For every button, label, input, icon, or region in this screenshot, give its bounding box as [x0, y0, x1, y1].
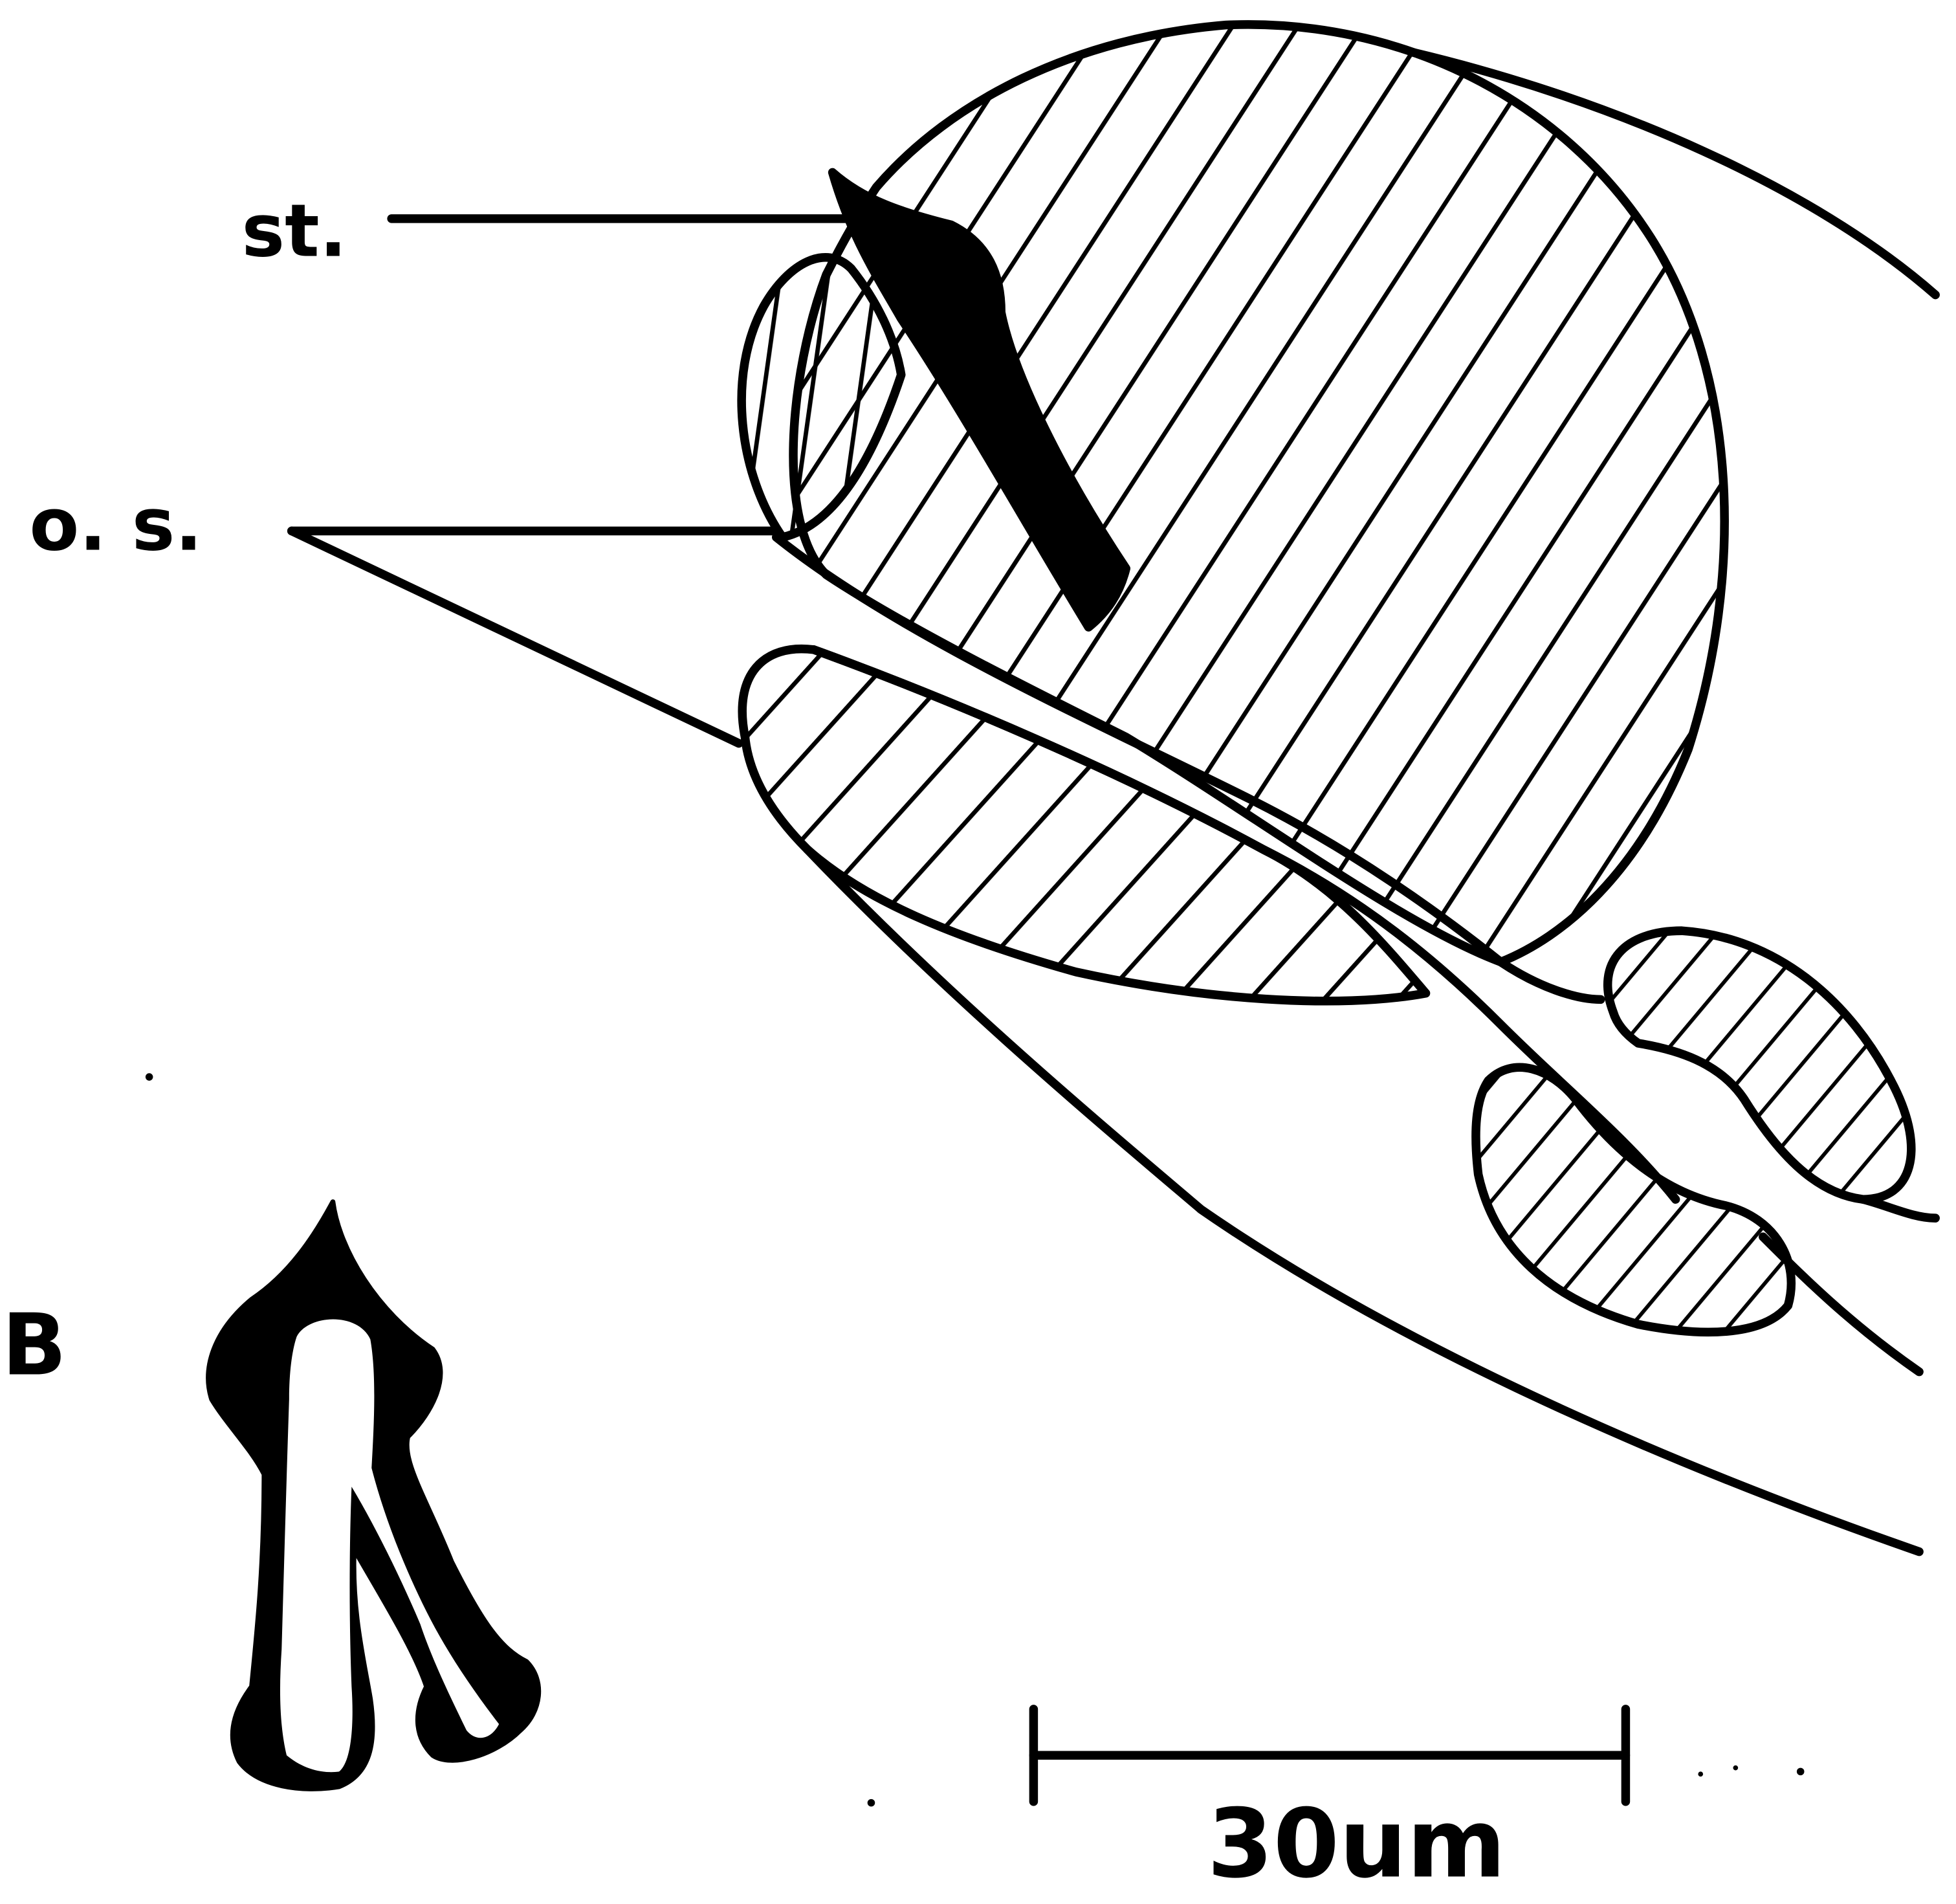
stylet-label: st.	[242, 190, 347, 274]
tail-line-upper	[1863, 1199, 1935, 1218]
oral-structure-label: o. s.	[29, 483, 203, 567]
os-leader-line-lower	[292, 531, 739, 743]
right-lobe-upper	[1608, 931, 1911, 1199]
scale-bar	[1033, 1709, 1625, 1802]
stylet-detail-b	[208, 1202, 538, 1789]
panel-b-label: B	[2, 1295, 67, 1394]
scale-bar-label: 30um	[1207, 1789, 1506, 1899]
scan-speck	[1733, 1766, 1738, 1771]
scan-speck	[868, 1799, 875, 1807]
right-lobe-lower	[1476, 1067, 1791, 1332]
scan-speck	[1698, 1771, 1703, 1777]
scan-speck	[1797, 1768, 1805, 1776]
scan-speck	[146, 1073, 153, 1081]
